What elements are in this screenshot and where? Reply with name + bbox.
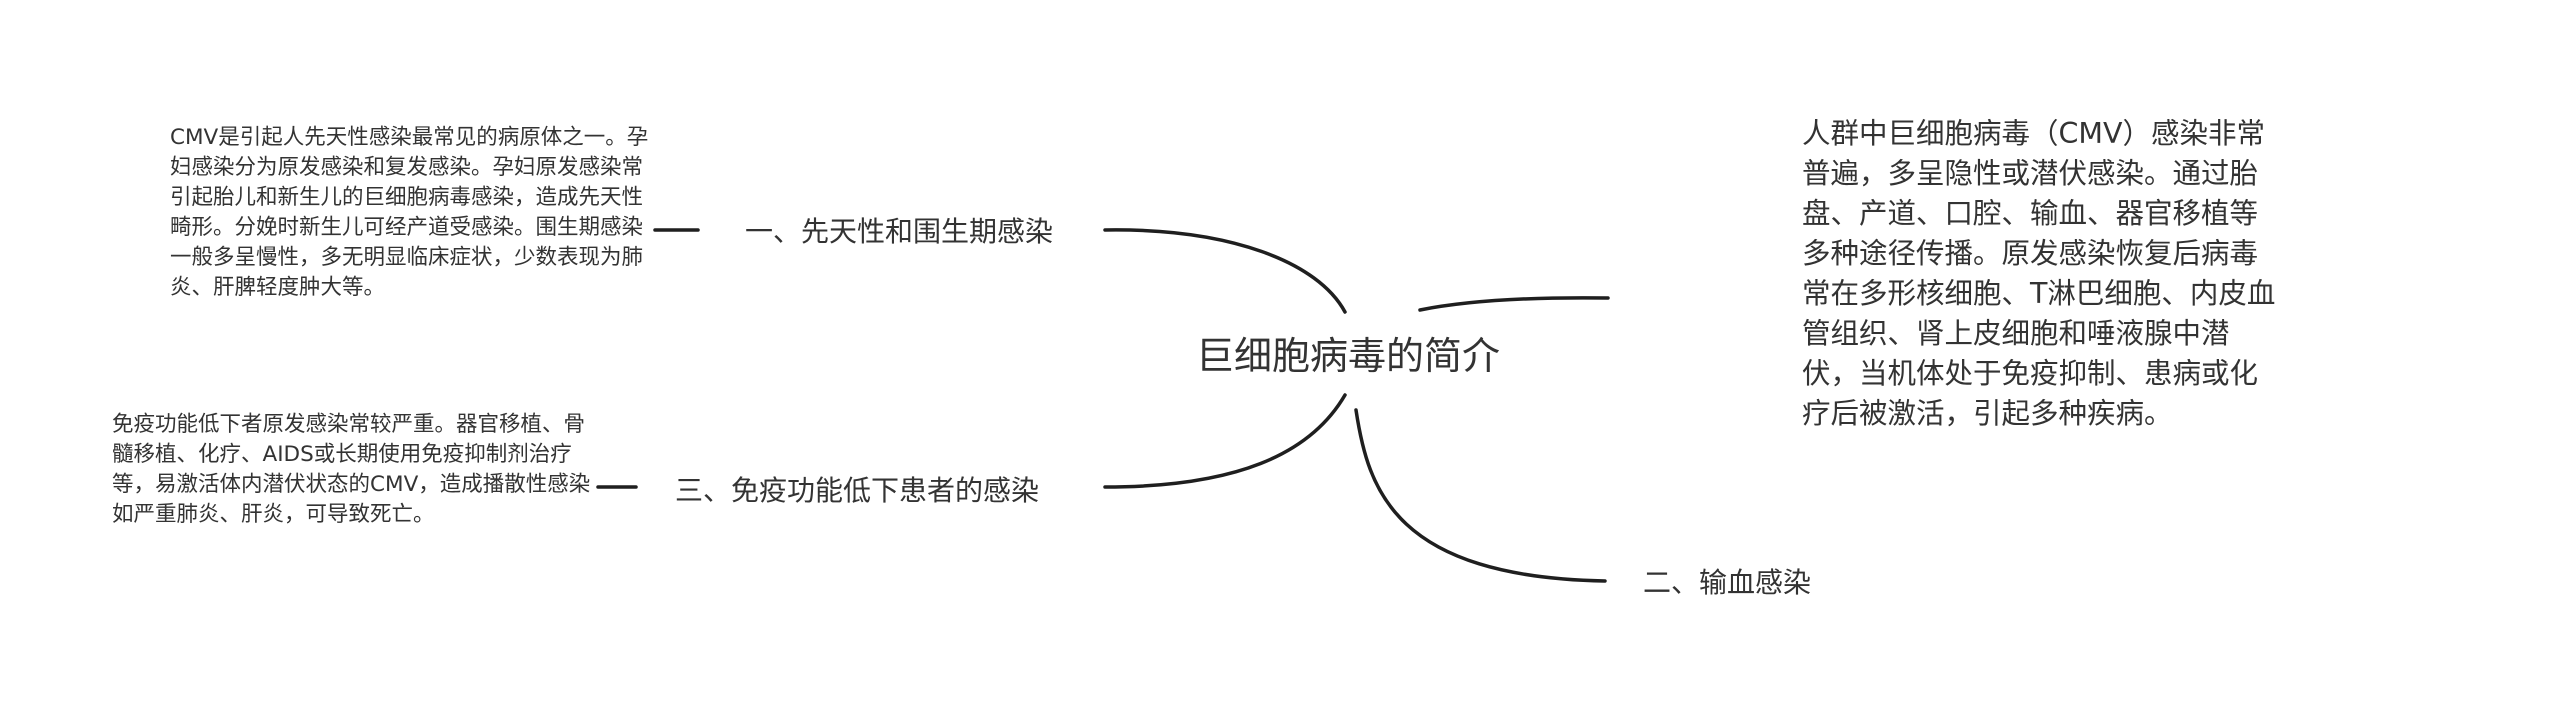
note-congenital-perinatal-infection: CMV是引起人先天性感染最常见的病原体之一。孕妇感染分为原发感染和复发感染。孕妇… <box>170 125 649 300</box>
branch-transfusion-infection: 二、输血感染 <box>1643 566 1812 599</box>
note-transfusion-infection: 人群中巨细胞病毒（CMV）感染非常普遍，多呈隐性或潜伏感染。通过胎盘、产道、口腔… <box>1802 117 2276 430</box>
connector-root-to-note-2 <box>1418 296 1610 312</box>
connector-root-to-branch-2 <box>1354 408 1607 583</box>
connector-root-to-branch-1 <box>1103 228 1347 314</box>
branch-congenital-perinatal-infection: 一、先天性和围生期感染 <box>745 215 1054 248</box>
branch-immunocompromised-infection: 三、免疫功能低下患者的感染 <box>675 474 1040 507</box>
note-immunocompromised-infection: 免疫功能低下者原发感染常较严重。器官移植、骨髓移植、化疗、AIDS或长期使用免疫… <box>112 412 591 527</box>
root-topic: 巨细胞病毒的简介 <box>1196 334 1501 378</box>
connector-root-to-branch-3 <box>1103 393 1347 489</box>
